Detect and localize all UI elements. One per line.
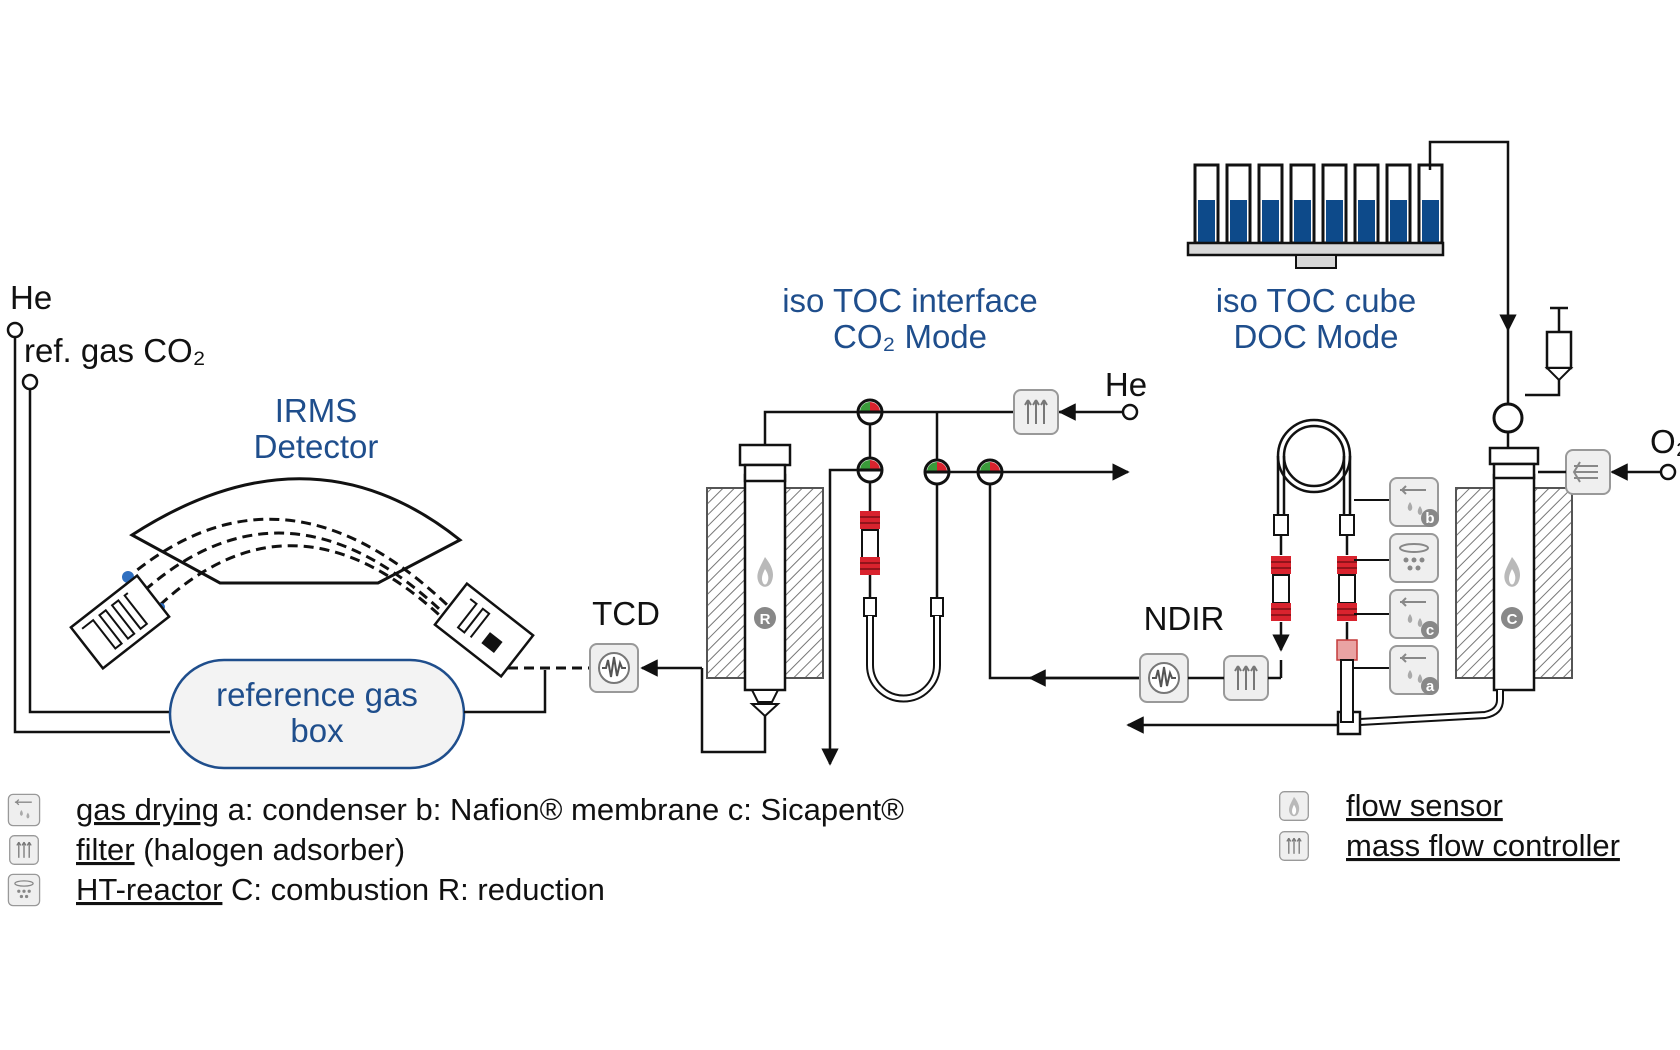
he-right-port [1121,403,1139,421]
legend-ht-reactor-icon [7,873,41,907]
reduction-outlet-line [700,668,767,754]
combustion-reactor: C [1455,446,1573,692]
valve-icon-2 [856,456,884,484]
ref-gas-inlet-port [21,373,39,391]
legend-filter-icon [9,835,39,865]
legend-gas-drying-term: gas drying [76,792,219,827]
valve-icon-1 [856,398,884,426]
he-left-label: He [10,279,52,316]
legend: gas drying a: condenser b: Nafion® membr… [7,788,1620,907]
o2-inlet-port [1659,463,1677,481]
ndir-to-interface-line [988,484,1140,680]
ndir-flow-sensor-icon [1223,655,1269,701]
reference-gas-box-label-2: box [290,712,344,749]
reference-gas-box-label-1: reference gas [216,676,418,713]
interface-top-line [763,410,1070,445]
he-supply-line [13,337,170,734]
tcd-label: TCD [592,595,660,632]
filter-adsorber-icon [1389,533,1439,583]
drying-coil [1270,418,1358,723]
legend-filter: filter (halogen adsorber) [76,832,405,867]
ndir-label: NDIR [1144,600,1225,637]
legend-filter-text: (halogen adsorber) [135,832,406,867]
legend-ht-reactor-text: C: combustion R: reduction [222,872,605,907]
reactor-outlet-pipe-inner [1359,690,1502,724]
sample-line [1428,140,1517,332]
irms-label-1: IRMS [275,392,358,429]
tcd-detector-icon [589,643,639,693]
reduction-reactor: R [706,443,824,718]
he-mass-flow-controller-icon [1013,389,1059,435]
drying-c-mark: c [1426,622,1434,639]
interface-label-1: iso TOC interface [782,282,1038,319]
o2-flow-sensor-icon [1565,449,1611,495]
legend-filter-term: filter [76,832,135,867]
legend-gas-drying-icon [7,793,41,827]
reduction-mark: R [760,611,771,628]
ndir-detector-icon [1139,653,1189,703]
valve-icon-3 [923,458,951,486]
legend-flow-sensor: flow sensor [1346,788,1503,823]
irms-label-2: Detector [254,428,379,465]
co2-trap [859,482,944,703]
he-right-label: He [1105,366,1147,403]
legend-ht-reactor: HT-reactor C: combustion R: reduction [76,872,605,907]
interface-vent-line [821,468,858,766]
he-inlet-port [6,321,24,339]
legend-mass-flow-controller: mass flow controller [1346,828,1620,863]
injection-valve [1492,402,1524,434]
drying-a-mark: a [1426,678,1435,695]
cube-label-2: DOC Mode [1233,318,1398,355]
ref-gas-label: ref. gas CO₂ [24,332,206,369]
legend-ht-reactor-term: HT-reactor [76,872,222,907]
legend-gas-drying: gas drying a: condenser b: Nafion® membr… [76,792,904,827]
combustion-mark: C [1507,611,1518,628]
legend-flow-sensor-icon [1279,791,1309,821]
cube-label-1: iso TOC cube [1216,282,1417,319]
ref-gas-supply-line [28,389,170,714]
syringe-icon [1525,306,1574,397]
reference-gas-box [168,658,466,770]
valve-icon-4 [976,458,1004,486]
interface-label-2: CO₂ Mode [833,318,987,355]
irms-detector [69,477,535,679]
drying-b-mark: b [1425,510,1434,527]
legend-gas-drying-text: a: condenser b: Nafion® membrane c: Sica… [219,792,904,827]
ref-box-outlet-line [464,670,547,714]
o2-label: O₂ [1650,423,1680,460]
legend-mass-flow-controller-icon [1279,831,1309,861]
autosampler-rack [1186,163,1445,269]
